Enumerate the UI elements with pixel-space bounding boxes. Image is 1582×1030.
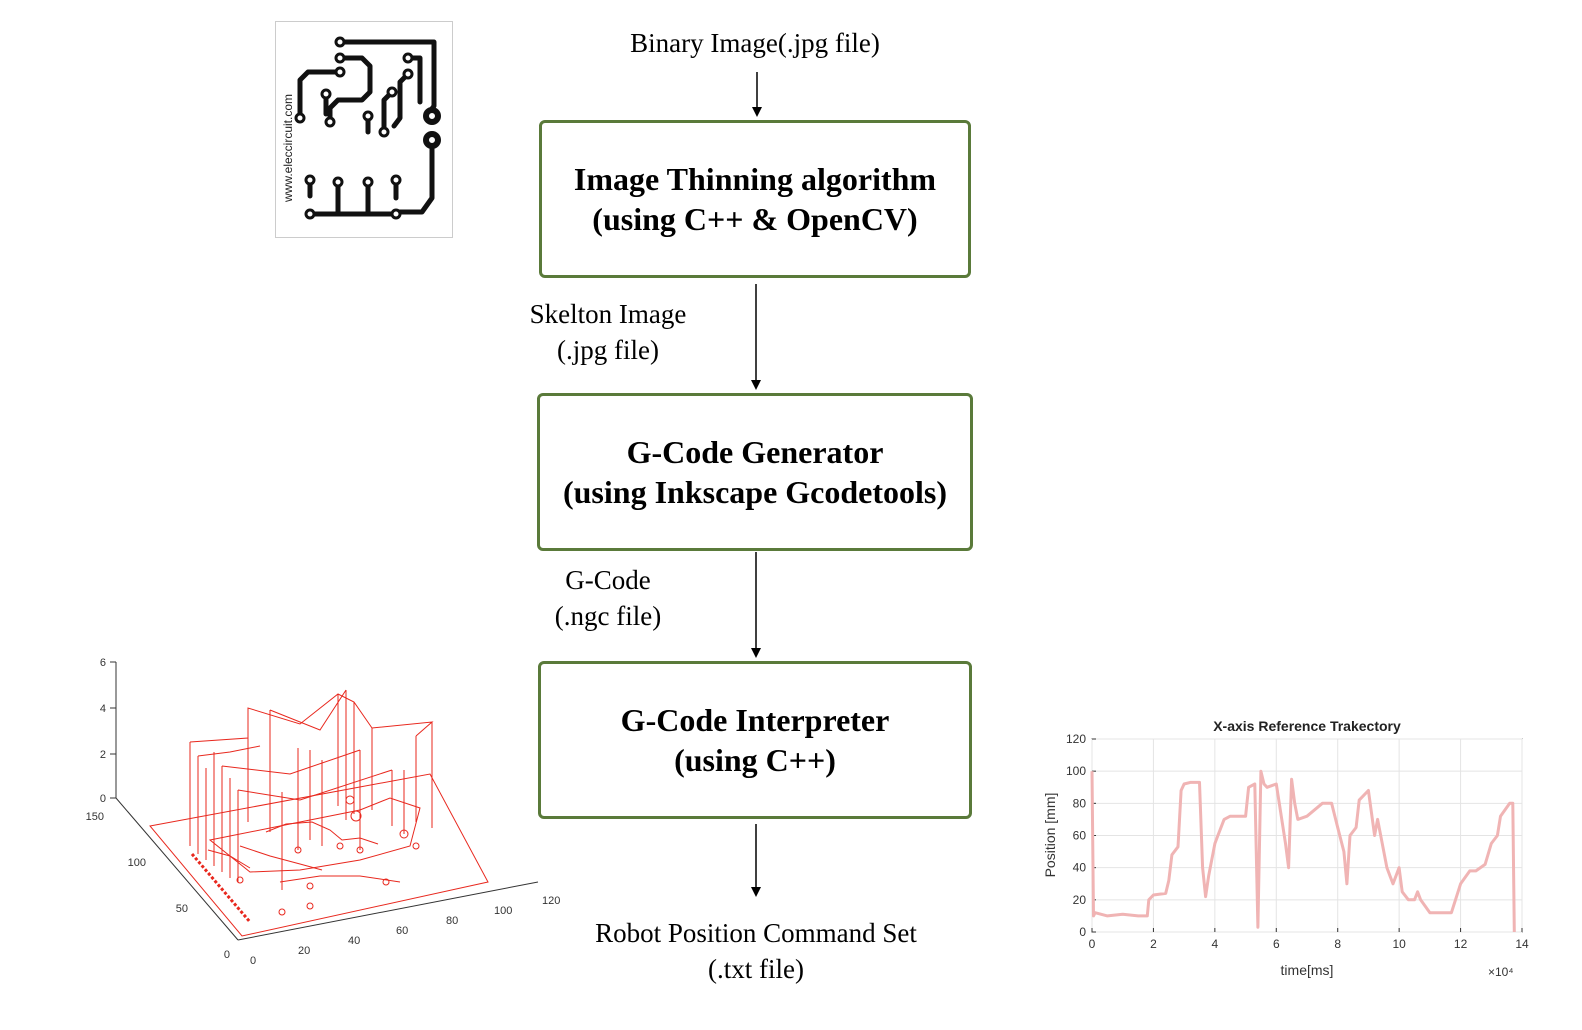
chart-y-tick-label: 60 bbox=[1073, 829, 1087, 843]
y-tick-0: 0 bbox=[224, 949, 230, 961]
chart-x-tick-label: 12 bbox=[1454, 937, 1468, 951]
y-tick-150: 150 bbox=[86, 811, 104, 823]
output-label-line2: (.txt file) bbox=[708, 954, 804, 984]
chart-y-tick-label: 20 bbox=[1073, 893, 1087, 907]
x-tick-120: 120 bbox=[542, 895, 560, 907]
z-tick-6: 6 bbox=[100, 657, 106, 669]
chart-ticks: 0 2 4 6 8 10 12 14 0 20 40 60 80 100 120 bbox=[1066, 732, 1529, 951]
x-tick-0: 0 bbox=[250, 955, 256, 967]
output-label-line1: Robot Position Command Set bbox=[595, 918, 917, 948]
skeleton-image-label-line1: Skelton Image bbox=[529, 299, 687, 329]
step-gcode-generator: G-Code Generator (using Inkscape Gcodeto… bbox=[537, 393, 973, 551]
chart-series-line bbox=[1090, 769, 1516, 933]
step-gcode-interpreter: G-Code Interpreter (using C++) bbox=[538, 661, 972, 819]
x-tick-40: 40 bbox=[348, 935, 360, 947]
skeleton-image-label: Skelton Image (.jpg file) bbox=[508, 296, 708, 368]
y-tick-50: 50 bbox=[176, 903, 188, 915]
step-image-thinning: Image Thinning algorithm (using C++ & Op… bbox=[539, 120, 971, 278]
chart-grid bbox=[1091, 738, 1523, 933]
step-image-thinning-subtitle: (using C++ & OpenCV) bbox=[592, 201, 918, 237]
z-tick-4: 4 bbox=[100, 703, 106, 715]
chart-y-tick-label: 80 bbox=[1073, 796, 1087, 810]
pcb-watermark: www.eleccircuit.com bbox=[281, 94, 295, 203]
chart-y-tick-label: 100 bbox=[1066, 764, 1086, 778]
chart-y-tick-label: 0 bbox=[1079, 925, 1086, 939]
toolpath-lines bbox=[149, 689, 489, 937]
chart-x-tick-label: 10 bbox=[1392, 937, 1406, 951]
chart-x-multiplier: ×10⁴ bbox=[1488, 965, 1514, 979]
x-tick-20: 20 bbox=[298, 945, 310, 957]
y-tick-100: 100 bbox=[128, 857, 146, 869]
chart-x-tick-label: 0 bbox=[1089, 937, 1096, 951]
skeleton-image-label-line2: (.jpg file) bbox=[557, 335, 659, 365]
step-gcode-interpreter-subtitle: (using C++) bbox=[674, 742, 836, 778]
x-tick-100: 100 bbox=[494, 905, 512, 917]
chart-x-tick-label: 8 bbox=[1334, 937, 1341, 951]
gcode-label: G-Code (.ngc file) bbox=[508, 562, 708, 634]
chart-y-tick-label: 40 bbox=[1073, 861, 1087, 875]
step-gcode-interpreter-title: G-Code Interpreter bbox=[620, 702, 890, 738]
toolpath-3d-plot: 0 2 4 6 0 50 100 150 0 20 40 60 80 100 1… bbox=[86, 657, 561, 967]
x-tick-80: 80 bbox=[446, 915, 458, 927]
step-gcode-generator-subtitle: (using Inkscape Gcodetools) bbox=[562, 474, 948, 510]
pcb-traces: www.eleccircuit.com bbox=[281, 36, 441, 220]
output-label: Robot Position Command Set (.txt file) bbox=[536, 915, 976, 987]
input-label: Binary Image(.jpg file) bbox=[630, 28, 880, 58]
gcode-label-line2: (.ngc file) bbox=[554, 601, 662, 631]
chart-x-tick-label: 14 bbox=[1515, 937, 1529, 951]
chart-title: X-axis Reference Trakectory bbox=[1213, 718, 1401, 734]
chart-x-label: time[ms] bbox=[1281, 962, 1334, 978]
pcb-image: www.eleccircuit.com bbox=[275, 21, 453, 238]
gcode-label-line1: G-Code bbox=[565, 565, 651, 595]
z-tick-0: 0 bbox=[100, 793, 106, 805]
x-tick-60: 60 bbox=[396, 925, 408, 937]
chart-y-tick-label: 120 bbox=[1066, 732, 1086, 746]
chart-x-tick-label: 4 bbox=[1212, 937, 1219, 951]
chart-x-tick-label: 2 bbox=[1150, 937, 1157, 951]
step-image-thinning-title: Image Thinning algorithm bbox=[573, 161, 937, 197]
step-gcode-generator-title: G-Code Generator bbox=[626, 434, 884, 470]
chart-x-tick-label: 6 bbox=[1273, 937, 1280, 951]
z-tick-2: 2 bbox=[100, 749, 106, 761]
chart-y-label: Position [mm] bbox=[1042, 793, 1058, 878]
